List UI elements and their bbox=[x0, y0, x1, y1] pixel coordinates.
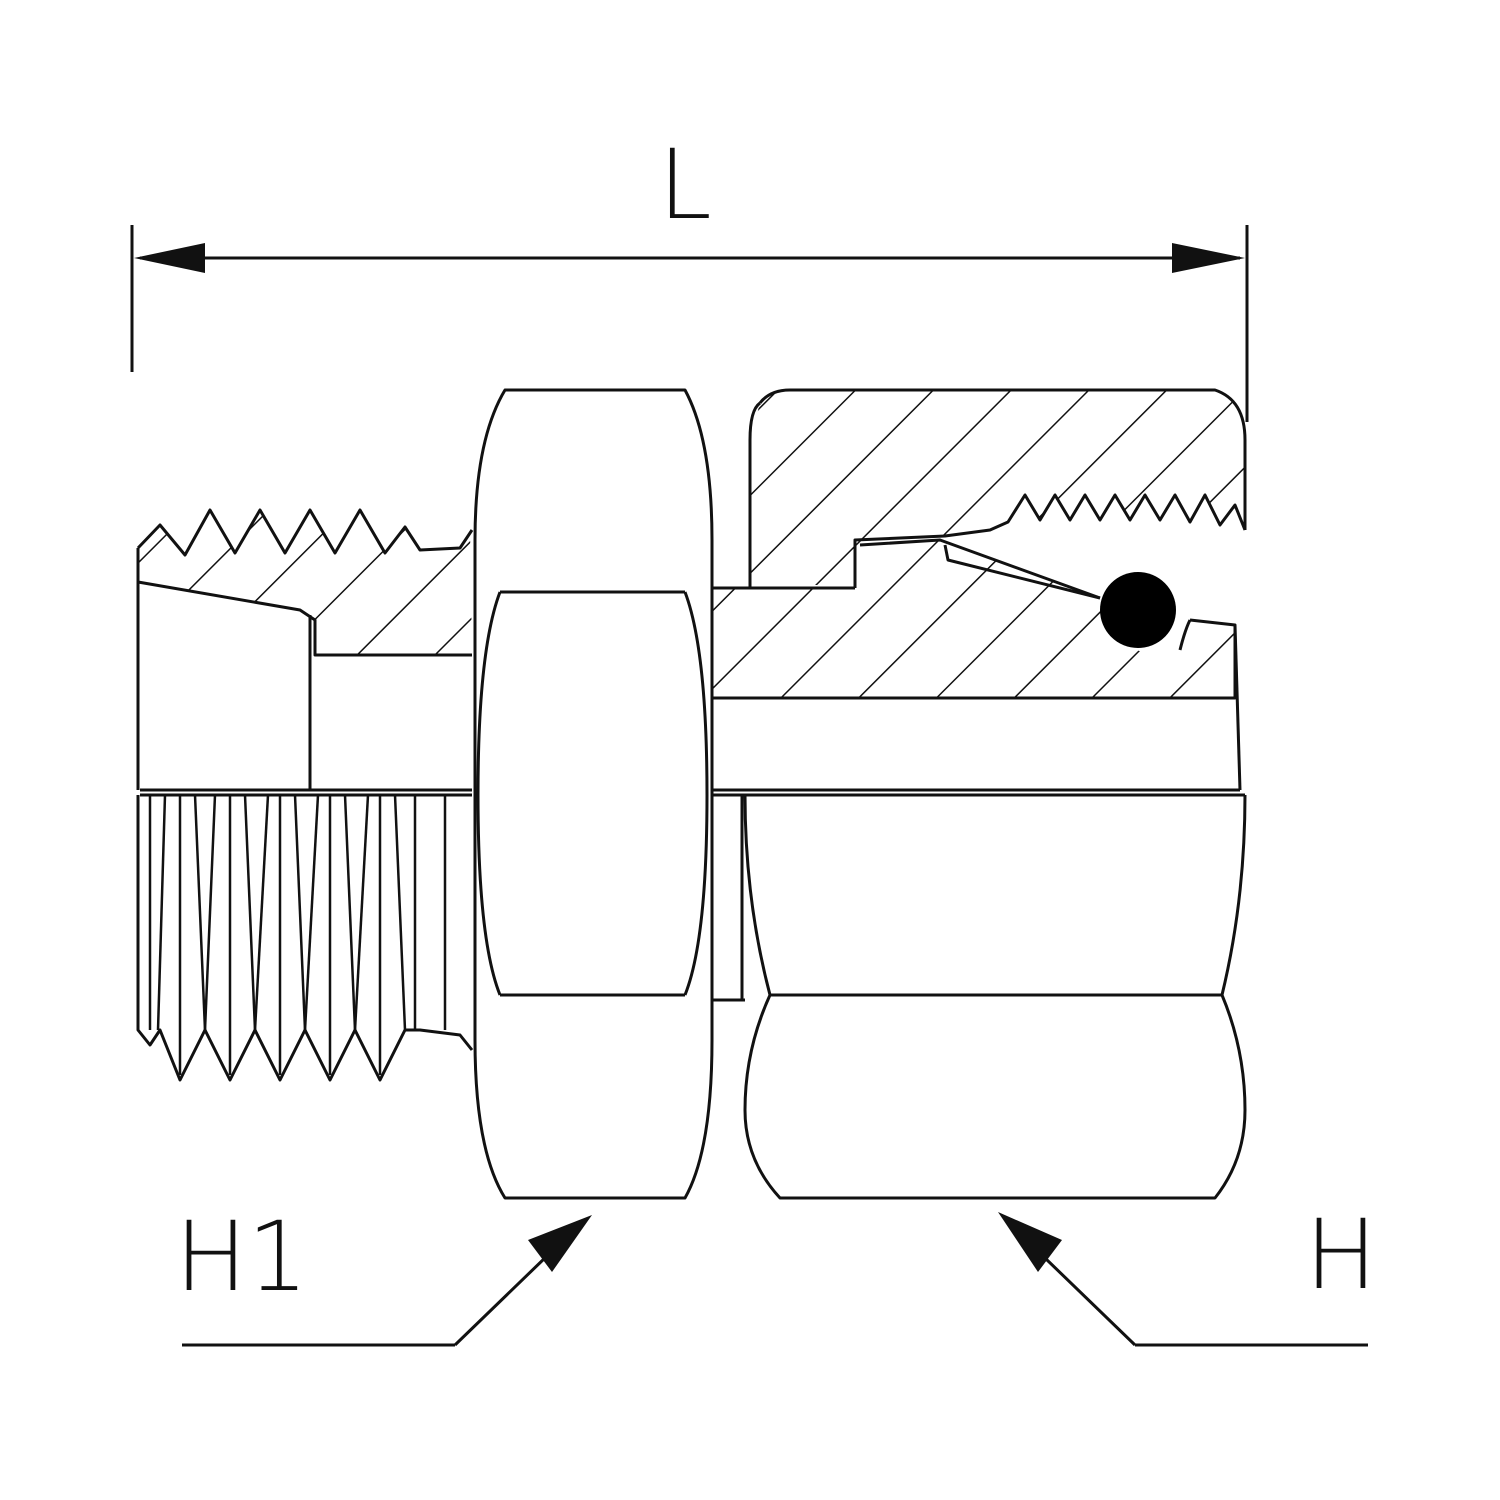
male-stud-thread-view bbox=[136, 794, 474, 1082]
leader-arrow-h-icon bbox=[998, 1212, 1062, 1272]
swivel-nut-section bbox=[712, 388, 1247, 797]
leader-arrow-h1-icon bbox=[528, 1215, 592, 1272]
arrowhead-right-icon bbox=[1172, 243, 1245, 273]
hex-nut-h1 bbox=[473, 388, 714, 1200]
arrowhead-left-icon bbox=[134, 243, 205, 273]
hex-nut-h bbox=[743, 794, 1247, 1200]
neck-between-hexes bbox=[712, 793, 745, 1002]
male-thread-profile-top bbox=[136, 508, 474, 557]
leader-h1: H1 bbox=[175, 1201, 592, 1347]
leader-h: H bbox=[998, 1199, 1377, 1347]
female-thread-profile bbox=[853, 493, 1247, 588]
dimension-length: L bbox=[130, 129, 1249, 422]
hex-male-label: H1 bbox=[175, 1201, 308, 1313]
male-stud-section bbox=[136, 508, 474, 797]
hex-female-label: H bbox=[1305, 1199, 1377, 1311]
nut-outline-top bbox=[758, 388, 1247, 530]
o-ring-seal bbox=[1100, 572, 1176, 648]
length-label: L bbox=[658, 129, 711, 241]
